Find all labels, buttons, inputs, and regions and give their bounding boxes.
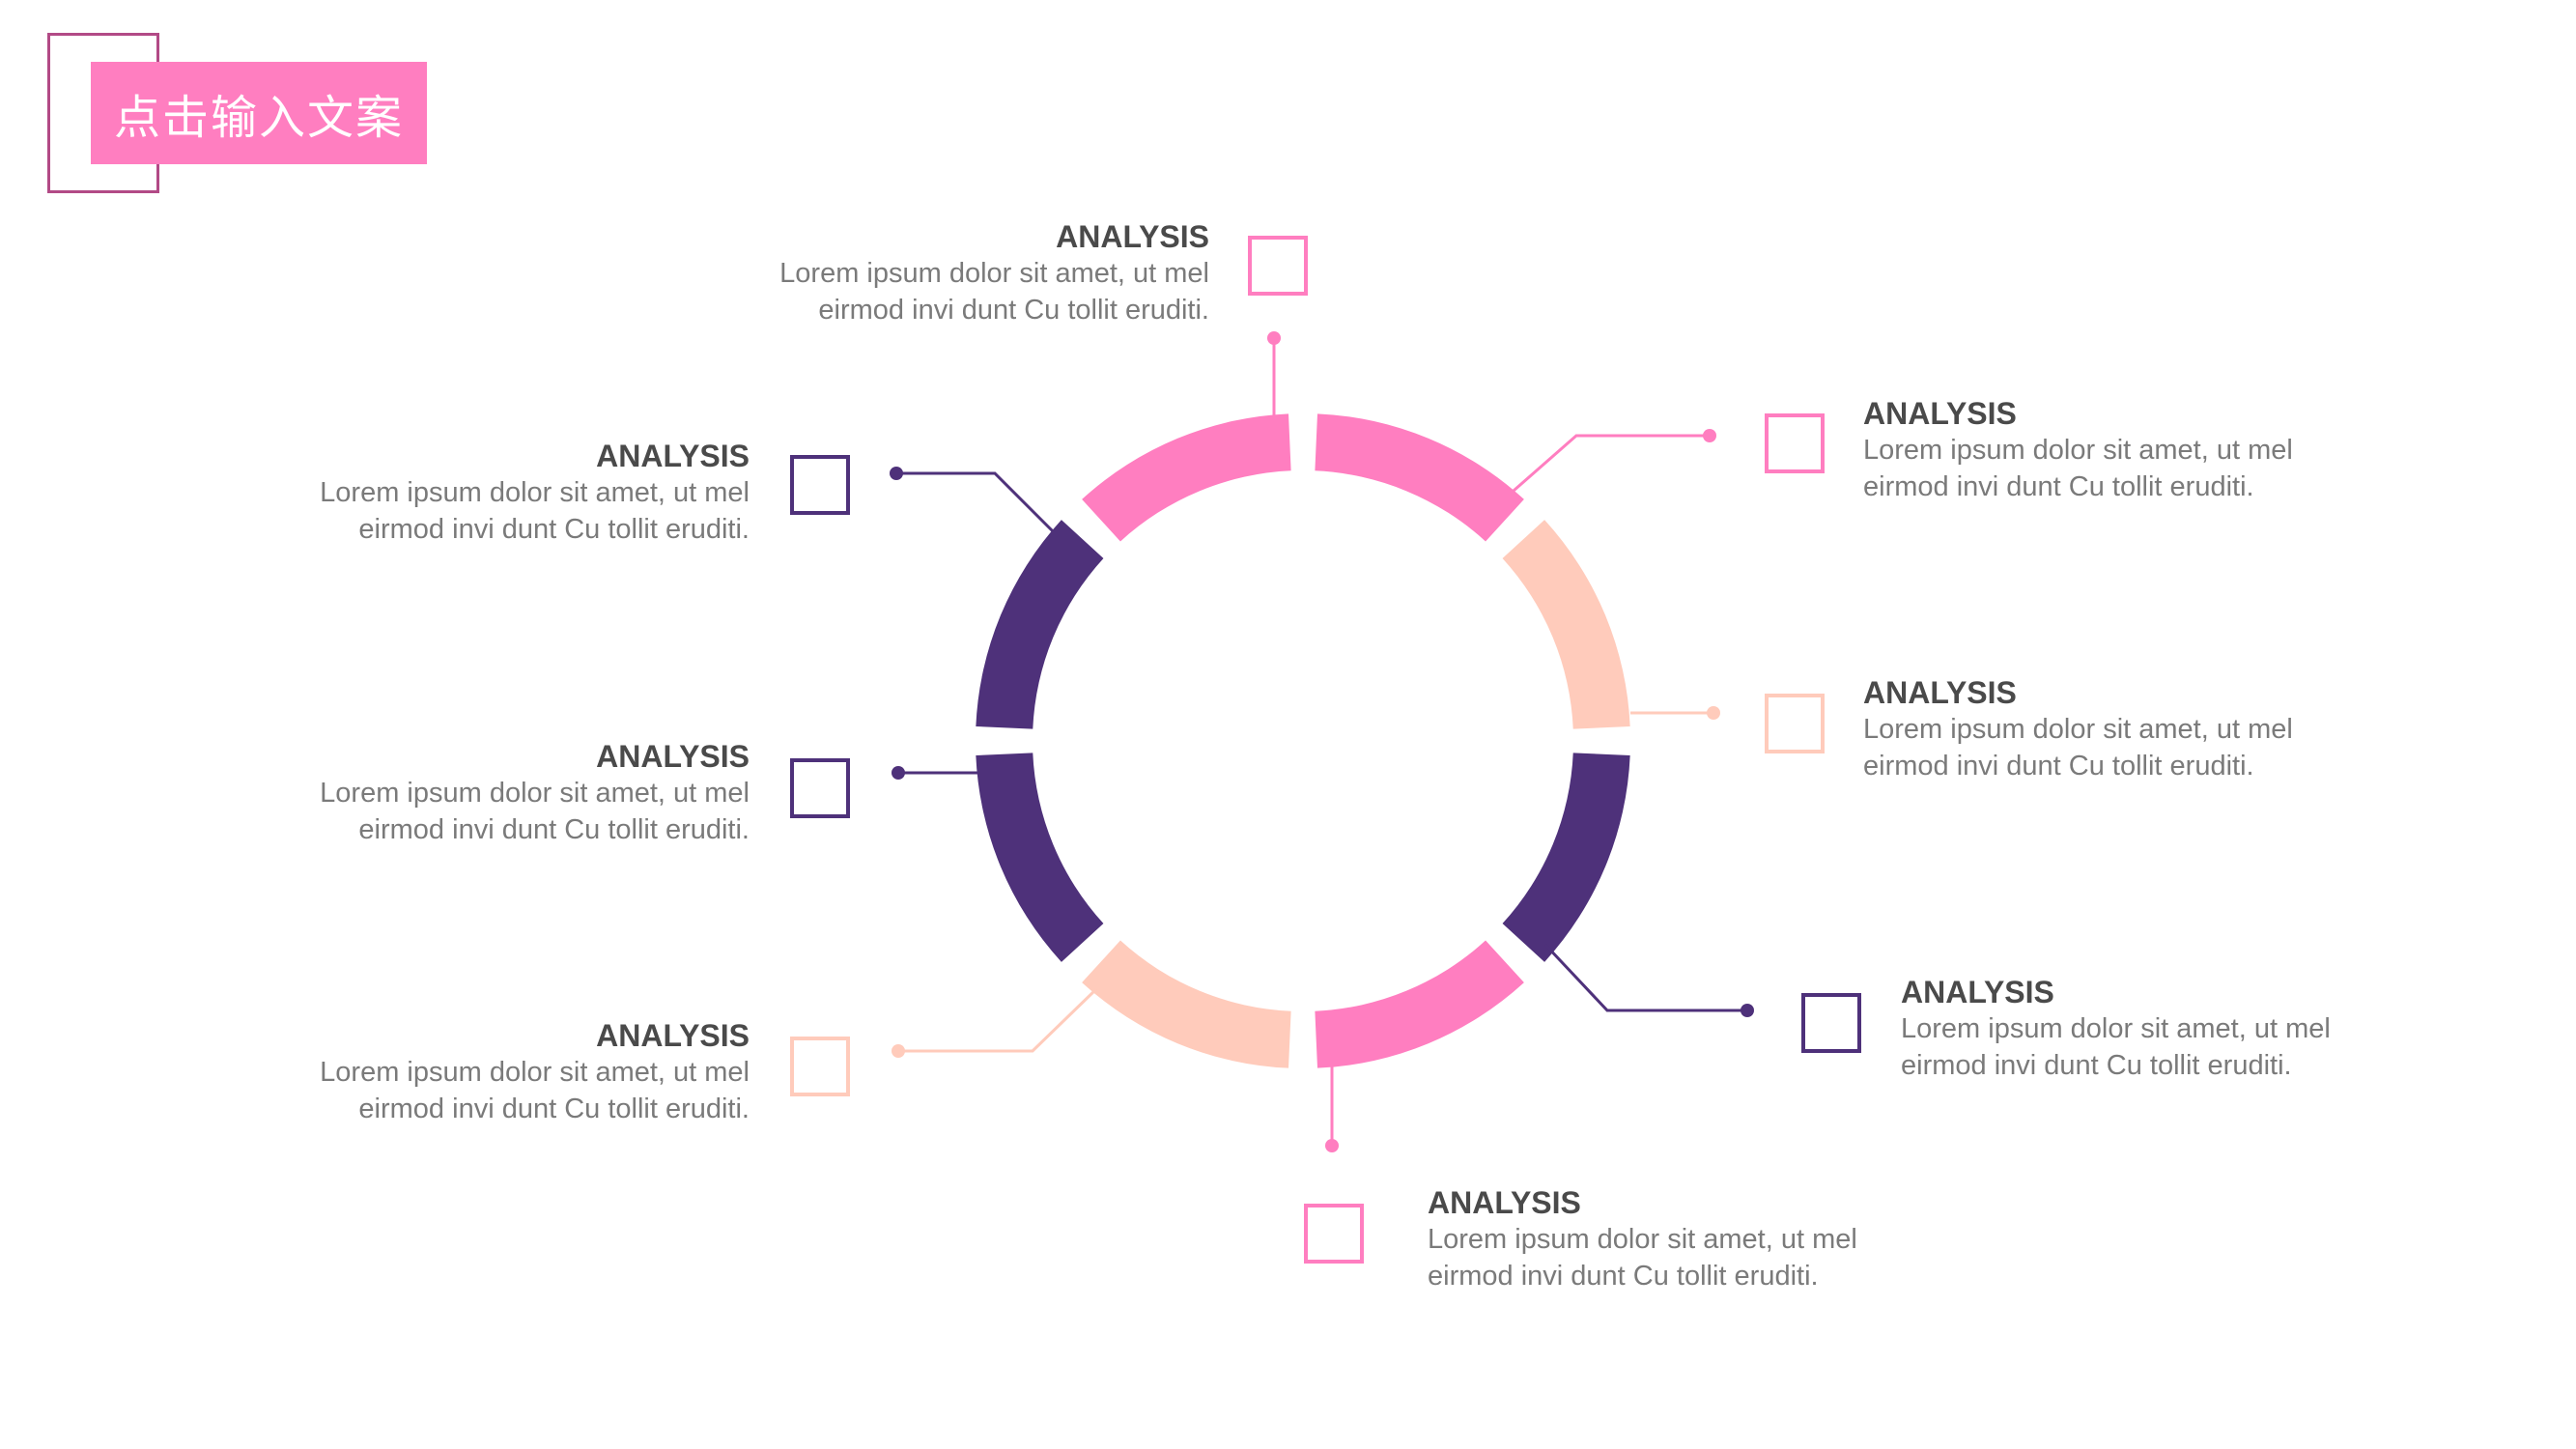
connector-dot-top-right xyxy=(1703,429,1716,442)
analysis-item-left: ANALYSIS Lorem ipsum dolor sit amet, ut … xyxy=(209,738,750,848)
ring-segment-right-upper xyxy=(1502,520,1630,729)
item-desc-line-2: eirmod invi dunt Cu tollit eruditi. xyxy=(1863,471,2254,502)
connector-dot-left xyxy=(892,766,905,780)
ring-segment-top-right xyxy=(1315,413,1524,542)
marker-square-bottom-right xyxy=(1801,993,1861,1053)
item-title: ANALYSIS xyxy=(1863,396,2017,431)
connector-bottom-right xyxy=(1543,943,1747,1012)
marker-square-right xyxy=(1765,694,1825,753)
ring-segment-bottom-left xyxy=(1082,940,1291,1068)
marker-square-top-left xyxy=(790,455,850,515)
analysis-item-top-left: ANALYSIS Lorem ipsum dolor sit amet, ut … xyxy=(209,438,750,548)
item-desc-line-1: Lorem ipsum dolor sit amet, ut mel xyxy=(779,258,1209,289)
marker-square-top-right xyxy=(1765,413,1825,473)
item-desc-line-1: Lorem ipsum dolor sit amet, ut mel xyxy=(320,477,750,508)
item-desc-line-2: eirmod invi dunt Cu tollit eruditi. xyxy=(358,1094,750,1124)
item-title: ANALYSIS xyxy=(596,439,750,473)
ring-segment-left-upper xyxy=(976,520,1104,729)
ring-segment-top-left xyxy=(1082,413,1291,542)
title-box: 点击输入文案 xyxy=(91,62,427,164)
item-title: ANALYSIS xyxy=(596,1018,750,1053)
connector-dot-bottom-left xyxy=(892,1044,905,1058)
analysis-item-top: ANALYSIS Lorem ipsum dolor sit amet, ut … xyxy=(668,218,1209,328)
ring-segment-right-lower xyxy=(1502,753,1630,962)
connector-dot-top xyxy=(1267,331,1281,345)
connector-dot-bottom-right xyxy=(1741,1004,1754,1017)
item-title: ANALYSIS xyxy=(596,739,750,774)
ring-segment-left-lower xyxy=(976,753,1104,962)
item-title: ANALYSIS xyxy=(1863,675,2017,710)
connector-top-left xyxy=(896,471,1060,538)
analysis-item-bottom-right: ANALYSIS Lorem ipsum dolor sit amet, ut … xyxy=(1901,974,2442,1084)
analysis-item-right: ANALYSIS Lorem ipsum dolor sit amet, ut … xyxy=(1863,674,2404,784)
marker-square-bottom xyxy=(1304,1204,1364,1264)
item-desc-line-2: eirmod invi dunt Cu tollit eruditi. xyxy=(1901,1050,2292,1081)
connector-top-right xyxy=(1513,434,1710,493)
item-desc-line-2: eirmod invi dunt Cu tollit eruditi. xyxy=(1863,751,2254,781)
item-desc-line-1: Lorem ipsum dolor sit amet, ut mel xyxy=(1428,1224,1857,1255)
analysis-item-top-right: ANALYSIS Lorem ipsum dolor sit amet, ut … xyxy=(1863,395,2404,505)
page-title: 点击输入文案 xyxy=(113,91,404,145)
connector-dot-top-left xyxy=(890,467,903,480)
analysis-item-bottom-left: ANALYSIS Lorem ipsum dolor sit amet, ut … xyxy=(209,1017,750,1127)
item-title: ANALYSIS xyxy=(1056,219,1209,254)
item-desc-line-1: Lorem ipsum dolor sit amet, ut mel xyxy=(320,1057,750,1088)
connector-dot-right xyxy=(1707,706,1720,720)
item-desc-line-2: eirmod invi dunt Cu tollit eruditi. xyxy=(358,514,750,545)
item-title: ANALYSIS xyxy=(1901,975,2054,1009)
ring-segment-bottom-right xyxy=(1315,940,1524,1068)
marker-square-left xyxy=(790,758,850,818)
item-desc-line-1: Lorem ipsum dolor sit amet, ut mel xyxy=(1901,1013,2331,1044)
item-desc-line-2: eirmod invi dunt Cu tollit eruditi. xyxy=(358,814,750,845)
marker-square-bottom-left xyxy=(790,1037,850,1096)
item-desc-line-2: eirmod invi dunt Cu tollit eruditi. xyxy=(1428,1261,1819,1292)
analysis-item-bottom: ANALYSIS Lorem ipsum dolor sit amet, ut … xyxy=(1428,1184,1968,1294)
item-desc-line-1: Lorem ipsum dolor sit amet, ut mel xyxy=(1863,714,2293,745)
marker-square-top xyxy=(1248,236,1308,296)
item-desc-line-1: Lorem ipsum dolor sit amet, ut mel xyxy=(320,778,750,809)
connector-bottom-left xyxy=(898,987,1098,1053)
item-title: ANALYSIS xyxy=(1428,1185,1581,1220)
connector-dot-bottom xyxy=(1325,1139,1339,1152)
item-desc-line-2: eirmod invi dunt Cu tollit eruditi. xyxy=(818,295,1209,326)
item-desc-line-1: Lorem ipsum dolor sit amet, ut mel xyxy=(1863,435,2293,466)
